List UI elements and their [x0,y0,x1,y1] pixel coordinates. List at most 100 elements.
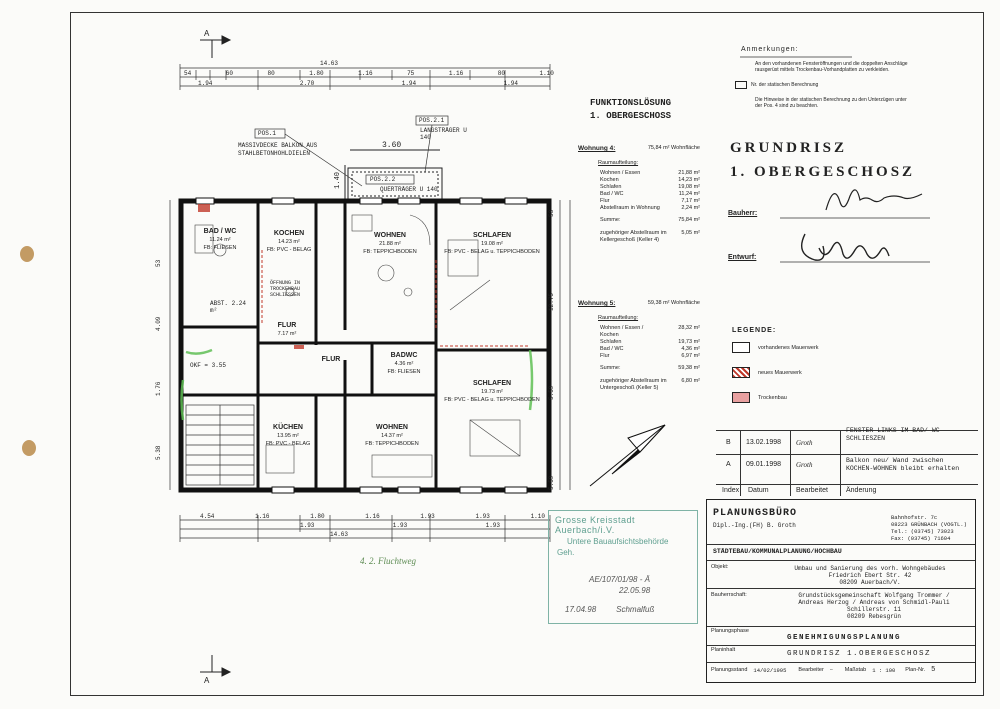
row-label: Abstellraum in Wohnung [600,205,660,211]
room-floor: FB: FLIESEN [203,245,237,251]
plannr-value: 5 [931,666,936,674]
room-area: 14.37 m² [381,433,403,439]
stamp-line: Geh. [557,548,575,557]
room-area: 7.17 m² [277,331,297,337]
stamp-date: 22.05.98 [619,586,651,595]
dim-value: 1.76 [155,381,162,396]
room-schlafen-bottom: SCHLAFEN 19.73 m² FB: PVC - BELAG u. TEP… [442,380,542,404]
sum-label: Summe: [600,217,621,223]
note-2-row: Nr. der statischen Berechnung [735,81,915,89]
dim-value: 1.16 [255,513,270,520]
stamp-line: Untere Bauaufsichtsbehörde [567,537,669,546]
wohnung4-block: Wohnung 4: 75,84 m² Wohnfläche Raumaufte… [578,145,700,244]
dim-value: 2.70 [299,80,315,87]
trockenbau-note: ÖFFNUNG IN TROCKENBAU SCHLIESSEN [270,280,301,298]
w5-extra: zugehöriger Abstellraum im Untergeschoß … [600,378,700,392]
bauherr-line: 08209 Rebesgrün [846,613,901,620]
room-flur-w4: FLUR 7.17 m² [258,322,316,338]
divider [707,626,975,627]
room-name: FLUR [321,356,341,363]
callout-pos21: POS.2.1 [419,117,445,124]
querstrager-note: QUERTRÄGER U 140 [380,186,438,193]
w5-row: Wohnen / Essen / Kochen 28,32 m² [600,325,700,339]
bearbeiter-label: Bearbeiter [798,667,824,673]
room-name: KÜCHEN [273,424,303,431]
plan-title: GRUNDRISZ 1. OBERGESCHOSZ [730,136,915,184]
phase-value: GENEHMIGUNGSPLANUNG [787,634,902,642]
header-change: Änderung [846,487,877,494]
room-area: 13.95 m² [277,433,299,439]
dim-value: 60 [225,70,233,77]
room-area: 14.23 m² [278,239,300,245]
row-value: 21,88 m² [678,170,700,176]
callout-pos1: POS.1 [258,130,277,137]
sum-value: 75,84 m² [678,217,700,223]
extra-value: 5,05 m² [681,230,700,236]
row-value: 19,08 m² [678,184,700,190]
room-floor: FB: TEPPICHBODEN [363,249,417,255]
notes-block: Anmerkungen: An den vorhandenen Fensterö… [735,46,915,109]
dim-value: 1.10 [539,70,554,77]
room-wohnen-bottom: WOHNEN 14.37 m² FB: TEPPICHBODEN [350,424,434,448]
w4-row: Flur 7,17 m² [600,198,700,205]
objekt-line: Friedrich Ebert Str. 42 [828,572,912,579]
wohnung5-block: Wohnung 5: 59,38 m² Wohnfläche Raumaufte… [578,300,700,392]
legend-item: neues Mauerwerk [732,367,912,378]
bauherrschaft-text: Grundstücksgemeinschaft Wolfgang Trommer… [781,592,967,620]
stand-value: 14/02/1995 [753,666,787,674]
objekt-label: Objekt: [711,564,729,570]
bauherrschaft-label: Bauherrschaft: [711,592,747,598]
dim-top-total: 14.63 [320,60,339,67]
row-value: 19,73 m² [678,339,700,345]
room-kuechen: KÜCHEN 13.95 m² FB: PVC - BELAG [260,424,316,448]
dim-value: 53 [548,210,555,218]
balcony-note: MASSIVDECKE BALKON AUS STAHLBETONHOHLDIE… [238,142,318,157]
revision-col-divider [840,430,841,496]
revision-date: 09.01.1998 [746,461,782,468]
abst-note: ABST. 2.24 m² [210,300,247,314]
legend-swatch-new [732,367,750,378]
row-value: 6,97 m² [681,353,700,359]
dim-value: 12.75 [548,292,555,311]
divider [707,645,975,646]
row-value: 2,24 m² [681,205,700,211]
row-value: 7,17 m² [681,198,700,204]
room-kochen: KOCHEN 14.23 m² FB: PVC - BELAG [262,230,316,254]
sum-value: 59,38 m² [678,365,700,371]
punch-hole [22,440,36,456]
room-floor: FB: FLIESEN [387,369,421,375]
plan-title-line: GRUNDRISZ [730,140,848,156]
row-value: 28,32 m² [678,325,700,331]
row-label: Flur [600,198,610,204]
notes-title: Anmerkungen: [741,46,799,53]
revision-row-b: B 13.02.1998 Groth FENSTER LINKS IM BAD/… [716,427,978,455]
signature-entwurf [801,233,890,261]
bureau-engineer: Dipl.-Ing.(FH) B. Groth [713,522,796,529]
addr-line: Bahnhofstr. 7c [891,514,938,521]
function-heading-line: 1. OBERGESCHOSS [590,111,672,121]
w4-split-label: Raumaufteilung: [598,160,639,166]
divider [707,560,975,561]
entwurf-label: Entwurf: [728,254,757,261]
plan-title-line: 1. OBERGESCHOSZ [730,164,916,180]
dim-value: 4.09 [155,317,162,332]
room-name: KOCHEN [273,230,305,237]
handwritten-note: 4. 2. Fluchtweg [360,556,416,566]
legend-item: Trockenbau [732,392,912,403]
room-name: BADWC [390,352,418,359]
room-name: SCHLAFEN [472,232,512,239]
revision-index: A [726,461,731,468]
revision-date: 13.02.1998 [746,439,782,446]
dim-bottom-row2: 1.93 1.93 1.93 [300,522,500,529]
revision-change: FENSTER LINKS IM BAD/ WC SCHLIESZEN [846,427,940,442]
w4-total: 75,84 m² Wohnfläche [647,145,700,151]
row-label: Wohnen / Essen / Kochen [600,325,644,338]
dim-top-row: 54 60 80 1.80 1.16 75 1.16 80 1.10 [184,70,554,77]
dim-right: 5.59 5.59 12.75 53 [548,210,555,490]
revision-change: Balkon neu/ Wand zwischen KOCHEN-WOHNEN … [846,457,960,472]
